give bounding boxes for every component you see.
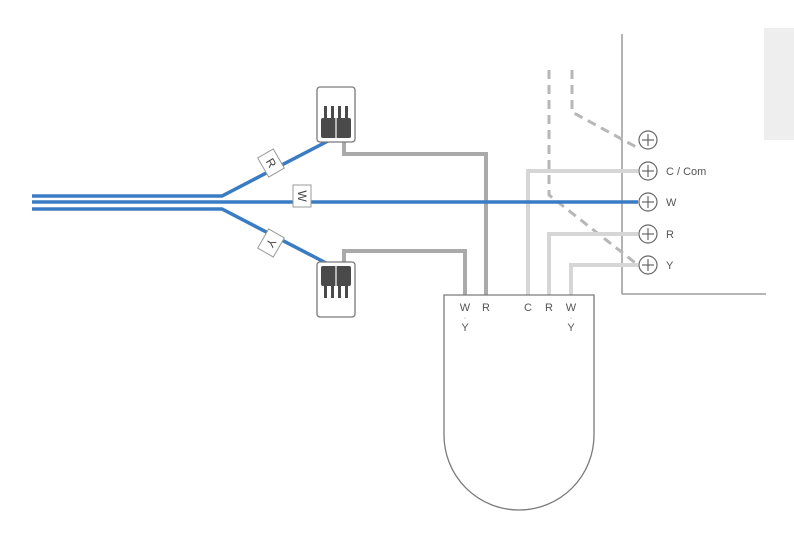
side-tab: [764, 28, 794, 140]
wire-connector-bottom: [317, 262, 355, 317]
terminal-w: W: [639, 193, 677, 211]
module-pin-5-bottom: Y: [567, 322, 575, 334]
terminal-r-label: R: [666, 229, 674, 241]
module-pin-5-top: W: [566, 302, 577, 314]
wire-tag-w-label: W: [295, 190, 309, 202]
module-pin-4: R: [545, 302, 553, 314]
wire-tag-r: R: [258, 149, 285, 177]
terminal-0: [639, 131, 657, 149]
terminal-r: R: [639, 225, 674, 243]
module-pin-1-bottom: Y: [461, 322, 469, 334]
wire-y-to-terminal: [571, 265, 638, 295]
wire-tag-w: W: [293, 185, 311, 207]
terminal-y: Y: [639, 256, 674, 274]
blue-wire-y: [32, 209, 328, 264]
terminal-c-com-label: C / Com: [666, 166, 706, 178]
wire-connector-top: [317, 87, 355, 142]
terminal-w-label: W: [666, 197, 677, 209]
module-pin-3: C: [524, 302, 532, 314]
module-pin-2: R: [482, 302, 490, 314]
wire-bottom-connector-to-module: [344, 251, 465, 295]
module-pin-1-top: W: [460, 302, 471, 314]
module-pin-5-divider: ·: [570, 315, 572, 322]
terminal-c-com: C / Com: [639, 162, 706, 180]
dashed-wire-right: [572, 70, 638, 148]
wire-tag-y: Y: [258, 229, 285, 257]
module-pin-1-divider: ·: [464, 315, 466, 322]
terminal-y-label: Y: [666, 260, 674, 272]
